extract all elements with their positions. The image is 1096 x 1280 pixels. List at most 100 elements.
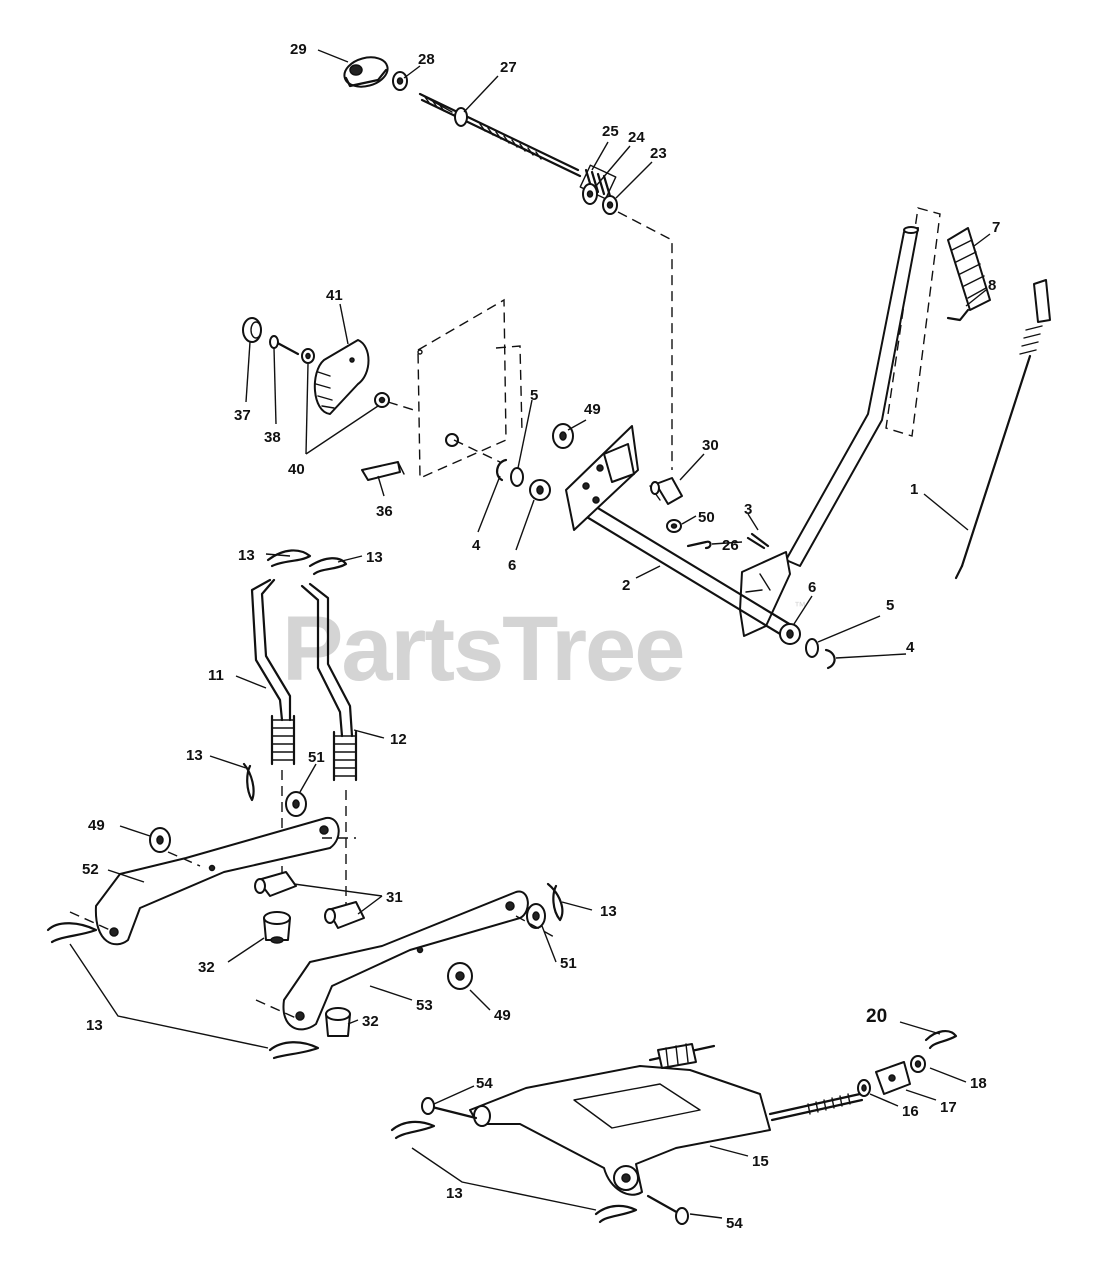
callout-54-lower[interactable]: 54 bbox=[726, 1215, 743, 1232]
part-5-washer-left[interactable] bbox=[510, 467, 524, 487]
callout-15[interactable]: 15 bbox=[752, 1153, 769, 1170]
callout-27[interactable]: 27 bbox=[500, 59, 517, 76]
part-13-hairpin-c[interactable] bbox=[242, 762, 255, 802]
callout-18[interactable]: 18 bbox=[970, 1075, 987, 1092]
part-36-spring-clip[interactable] bbox=[361, 461, 405, 481]
callout-8[interactable]: 8 bbox=[988, 277, 996, 294]
part-6-bushing-right[interactable] bbox=[779, 623, 801, 645]
part-40-washer-a[interactable] bbox=[301, 348, 315, 364]
callout-52[interactable]: 52 bbox=[82, 861, 99, 878]
callout-49-upper[interactable]: 49 bbox=[584, 401, 601, 418]
part-3-pin[interactable] bbox=[746, 532, 770, 550]
callout-49-right[interactable]: 49 bbox=[494, 1007, 511, 1024]
callout-2[interactable]: 2 bbox=[622, 577, 630, 594]
callout-54-upper[interactable]: 54 bbox=[476, 1075, 493, 1092]
callout-13-c[interactable]: 13 bbox=[186, 747, 203, 764]
part-28-washer[interactable] bbox=[392, 71, 408, 91]
part-32-nut-b[interactable] bbox=[325, 1007, 351, 1037]
callout-13-f[interactable]: 13 bbox=[446, 1185, 463, 1202]
part-37-cap[interactable] bbox=[242, 317, 262, 343]
callout-13-a[interactable]: 13 bbox=[238, 547, 255, 564]
part-49-flange-bearing-right[interactable] bbox=[447, 962, 473, 990]
part-13-hairpin-f[interactable] bbox=[268, 1041, 320, 1060]
callout-13-d[interactable]: 13 bbox=[600, 903, 617, 920]
part-31-trunnion-a[interactable] bbox=[254, 871, 297, 897]
part-49-flange-bearing-top[interactable] bbox=[552, 423, 574, 449]
part-18-washer[interactable] bbox=[910, 1055, 926, 1073]
callout-13-e[interactable]: 13 bbox=[86, 1017, 103, 1034]
callout-16[interactable]: 16 bbox=[902, 1103, 919, 1120]
part-11-lift-link[interactable] bbox=[250, 578, 296, 766]
part-12-lift-link[interactable] bbox=[300, 582, 358, 782]
part-4-clip-right[interactable] bbox=[824, 648, 836, 670]
part-20-hairpin[interactable] bbox=[924, 1030, 958, 1050]
callout-1[interactable]: 1 bbox=[910, 481, 918, 498]
callout-28[interactable]: 28 bbox=[418, 51, 435, 68]
callout-13-b[interactable]: 13 bbox=[366, 549, 383, 566]
part-13-hairpin-h[interactable] bbox=[594, 1204, 638, 1224]
part-41-adjustment-knob[interactable] bbox=[313, 339, 370, 415]
callout-5-lower[interactable]: 5 bbox=[886, 597, 894, 614]
callout-5-upper[interactable]: 5 bbox=[530, 387, 538, 404]
part-6-bushing-left[interactable] bbox=[529, 479, 551, 501]
part-49-flange-bearing-left[interactable] bbox=[149, 827, 171, 853]
callout-30[interactable]: 30 bbox=[702, 437, 719, 454]
part-27-threaded-rod[interactable] bbox=[418, 92, 582, 178]
part-40-washer-b[interactable] bbox=[374, 392, 390, 408]
callout-53[interactable]: 53 bbox=[416, 997, 433, 1014]
part-51-washer-right[interactable] bbox=[526, 903, 546, 929]
part-4-clip-left[interactable] bbox=[496, 458, 508, 482]
callout-29[interactable]: 29 bbox=[290, 41, 307, 58]
callout-7[interactable]: 7 bbox=[992, 219, 1000, 236]
callout-40[interactable]: 40 bbox=[288, 461, 305, 478]
part-13-hairpin-b[interactable] bbox=[308, 557, 348, 576]
callout-23[interactable]: 23 bbox=[650, 145, 667, 162]
callout-32-right[interactable]: 32 bbox=[362, 1013, 379, 1030]
callout-3[interactable]: 3 bbox=[744, 501, 752, 518]
callout-32-left[interactable]: 32 bbox=[198, 959, 215, 976]
part-29-knob[interactable] bbox=[341, 53, 391, 91]
part-5-washer-right[interactable] bbox=[805, 638, 819, 658]
callout-4-upper[interactable]: 4 bbox=[472, 537, 481, 554]
part-1-cable[interactable] bbox=[954, 279, 1051, 580]
part-7-handle-grip[interactable] bbox=[947, 227, 991, 311]
callout-20[interactable]: 20 bbox=[866, 1006, 887, 1027]
callout-24[interactable]: 24 bbox=[628, 129, 645, 146]
part-15-front-bracket[interactable] bbox=[469, 1043, 864, 1196]
callout-25[interactable]: 25 bbox=[602, 123, 619, 140]
part-51-washer-left[interactable] bbox=[285, 791, 307, 817]
part-2-lift-shaft-assembly[interactable] bbox=[565, 226, 919, 642]
callout-41[interactable]: 41 bbox=[326, 287, 343, 304]
part-13-hairpin-a[interactable] bbox=[266, 549, 312, 568]
part-52-lift-bar[interactable] bbox=[94, 816, 340, 946]
callout-11[interactable]: 11 bbox=[208, 667, 224, 684]
part-13-hairpin-g[interactable] bbox=[390, 1120, 436, 1140]
callout-26[interactable]: 26 bbox=[722, 537, 739, 554]
part-54-pin-a[interactable] bbox=[421, 1097, 478, 1120]
part-26-cotter-pin[interactable] bbox=[686, 540, 712, 550]
callout-31[interactable]: 31 bbox=[386, 889, 403, 906]
callout-36[interactable]: 36 bbox=[376, 503, 393, 520]
part-16-nut[interactable] bbox=[857, 1079, 871, 1097]
callout-6-lower[interactable]: 6 bbox=[808, 579, 816, 596]
callout-37[interactable]: 37 bbox=[234, 407, 251, 424]
part-50-washer[interactable] bbox=[666, 519, 682, 533]
part-17-trunnion-block[interactable] bbox=[875, 1061, 911, 1095]
part-23-nut[interactable] bbox=[602, 195, 618, 215]
callout-38[interactable]: 38 bbox=[264, 429, 281, 446]
callout-49-left[interactable]: 49 bbox=[88, 817, 105, 834]
callout-51-left[interactable]: 51 bbox=[308, 749, 325, 766]
callout-17[interactable]: 17 bbox=[940, 1099, 957, 1116]
part-13-hairpin-e[interactable] bbox=[546, 882, 564, 922]
part-54-pin-b[interactable] bbox=[646, 1194, 689, 1225]
callout-4-lower[interactable]: 4 bbox=[906, 639, 915, 656]
part-32-nut-a[interactable] bbox=[263, 911, 291, 944]
part-8-handle-end[interactable] bbox=[946, 308, 970, 322]
callout-12[interactable]: 12 bbox=[390, 731, 407, 748]
part-31-trunnion-b[interactable] bbox=[324, 901, 365, 929]
callout-6-upper[interactable]: 6 bbox=[508, 557, 516, 574]
part-13-hairpin-d[interactable] bbox=[46, 922, 98, 944]
part-53-lift-bar[interactable] bbox=[282, 890, 529, 1031]
part-30-ferrule[interactable] bbox=[649, 477, 683, 505]
callout-51-right[interactable]: 51 bbox=[560, 955, 577, 972]
